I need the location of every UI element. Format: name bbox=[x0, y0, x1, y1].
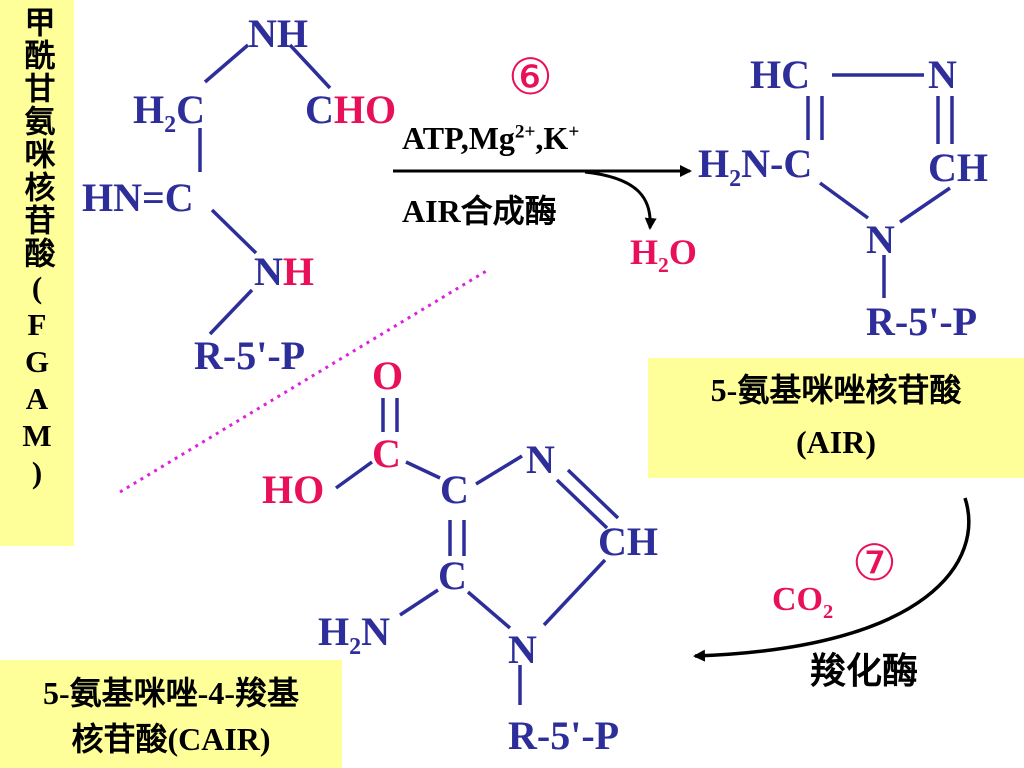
bond-fgam-ch2-nh bbox=[203, 43, 250, 84]
bond-cair-c-n bbox=[475, 454, 523, 486]
air-hc: HC bbox=[750, 52, 810, 97]
fgam-hn-eq-c: HN=C bbox=[82, 175, 194, 220]
air-ch: CH bbox=[928, 145, 988, 190]
cair-n-ring: N bbox=[508, 627, 537, 672]
step6-number: ⑥ bbox=[508, 49, 553, 105]
bond-air-c-n bbox=[818, 181, 870, 220]
fgam-ribose-phosphate: R-5'-P bbox=[194, 333, 306, 378]
air-h2n-c: H2N-C bbox=[698, 141, 813, 193]
bond-cair-c-c bbox=[405, 460, 441, 480]
air-n-ring: N bbox=[866, 217, 895, 262]
bond-cair-c2-n bbox=[466, 590, 512, 630]
bond-cair-n-ch-1 bbox=[555, 478, 609, 530]
cair-ch: CH bbox=[598, 519, 658, 564]
bond-cair-ho-c bbox=[334, 460, 374, 490]
cair-carboxyl-c: C bbox=[372, 431, 401, 476]
step7-number: ⑦ bbox=[852, 535, 897, 591]
bond-fgam-c-nh bbox=[210, 208, 258, 255]
bond-fgam-nh-cho bbox=[288, 43, 332, 90]
cair-n-top: N bbox=[526, 437, 555, 482]
cair-c4: C bbox=[440, 467, 469, 512]
cair-label-line1: 5-氨基咪唑-4-羧基 bbox=[43, 675, 299, 711]
cair-o: O bbox=[372, 353, 404, 398]
fgam-nh-top: NH bbox=[248, 11, 308, 56]
cair-c5: C bbox=[438, 553, 467, 598]
step7-co2: CO2 bbox=[772, 581, 834, 623]
fgam-label: 甲酰甘氨咪核苷酸(FGAM) bbox=[0, 0, 74, 546]
air-label-line1: 5-氨基咪唑核苷酸 bbox=[710, 372, 962, 408]
bond-cair-ch-n bbox=[542, 558, 607, 627]
bond-air-ch-n bbox=[899, 186, 951, 224]
fgam-ch2: H2C bbox=[133, 87, 206, 139]
fgam-cho: CHO bbox=[305, 87, 397, 132]
bond-cair-n-ch-2 bbox=[566, 468, 620, 520]
fgam-nh-bottom: NH bbox=[254, 249, 315, 294]
cair-h2n: H2N bbox=[318, 609, 391, 661]
air-ribose-phosphate: R-5'-P bbox=[866, 299, 978, 344]
step7-enzyme: 羧化酶 bbox=[810, 651, 919, 691]
step6-enzyme: AIR合成酶 bbox=[402, 193, 557, 229]
air-label: 5-氨基咪唑核苷酸 (AIR) bbox=[648, 358, 1024, 478]
dotted-divider bbox=[119, 268, 489, 494]
air-n-top: N bbox=[928, 52, 957, 97]
bond-cair-c2-nh2 bbox=[399, 588, 439, 617]
step6-h2o-curve bbox=[584, 170, 657, 230]
step6-h2o: H2O bbox=[630, 232, 697, 278]
air-label-line2: (AIR) bbox=[796, 424, 876, 460]
step7-arrow bbox=[693, 497, 971, 662]
cair-label-line2: 核苷酸(CAIR) bbox=[71, 721, 271, 757]
cair-label: 5-氨基咪唑-4-羧基 核苷酸(CAIR) bbox=[0, 660, 342, 768]
cair-ribose-phosphate: R-5'-P bbox=[508, 713, 620, 758]
step6-cofactors: ATP,Mg2+,K+ bbox=[402, 120, 580, 156]
bond-fgam-nh-r bbox=[208, 288, 254, 336]
cair-ho: HO bbox=[262, 467, 325, 512]
